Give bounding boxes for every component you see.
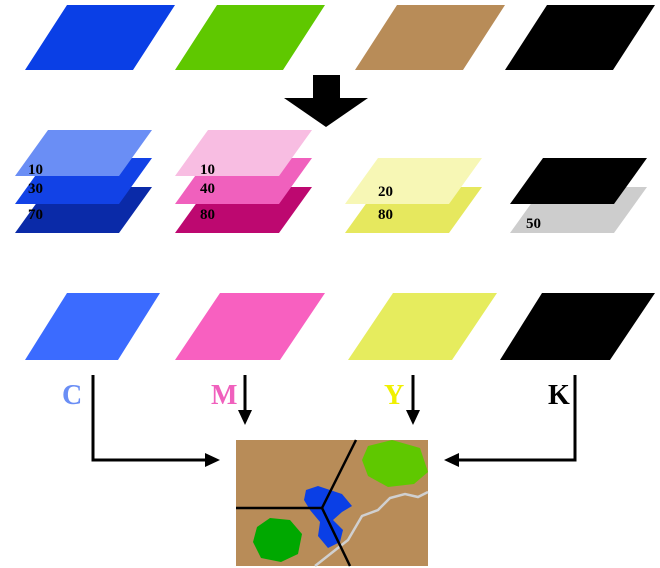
magenta-plate <box>175 293 325 360</box>
source-swatch-blue <box>25 5 175 70</box>
channel-label-k: K <box>548 380 570 411</box>
cyan-layer-30-label: 30 <box>28 181 43 197</box>
cyan-layer-10-label: 10 <box>28 162 43 178</box>
channel-label-m: M <box>211 380 237 411</box>
source-swatch-green <box>175 5 325 70</box>
yellow-layer-20 <box>345 158 482 204</box>
map-green-region-small <box>253 518 302 562</box>
arrowheads <box>205 410 459 467</box>
cyan-layer-10 <box>15 130 152 176</box>
composite-map <box>236 439 429 567</box>
source-swatch-black <box>505 5 655 70</box>
source-swatch-tan <box>355 5 505 70</box>
plate-row <box>25 293 655 360</box>
yellow-layer-20-label: 20 <box>378 184 393 200</box>
map-blue-region <box>304 486 352 548</box>
map-border-north <box>320 439 358 509</box>
cyan-connector <box>91 375 208 462</box>
black-layer-full <box>510 158 647 204</box>
magenta-layer-10-label: 10 <box>200 162 215 178</box>
magenta-arrowhead-icon <box>238 410 252 425</box>
channel-label-y: Y <box>384 380 404 411</box>
black-arrowhead-icon <box>444 453 459 467</box>
black-layer-50-label: 50 <box>526 216 541 232</box>
cyan-separation-stack: 10 30 70 <box>15 130 152 233</box>
magenta-layer-10 <box>175 130 312 176</box>
map-borders <box>236 439 358 567</box>
cyan-arrowhead-icon <box>205 453 220 467</box>
channel-label-c: C <box>62 380 82 411</box>
black-connector <box>458 375 577 462</box>
yellow-layer-80-label: 80 <box>378 207 393 223</box>
magenta-separation-stack: 10 40 80 <box>175 130 312 233</box>
source-color-row <box>25 5 655 70</box>
map-green-region-large <box>362 440 428 487</box>
yellow-plate <box>348 293 497 360</box>
black-plate <box>500 293 655 360</box>
down-arrow-icon <box>284 75 368 127</box>
magenta-layer-80-label: 80 <box>200 207 215 223</box>
black-separation-stack: 50 <box>510 158 647 233</box>
magenta-layer-40-label: 40 <box>200 181 215 197</box>
yellow-arrowhead-icon <box>406 410 420 425</box>
cyan-plate <box>25 293 160 360</box>
cyan-layer-70-label: 70 <box>28 207 43 223</box>
map-road <box>314 490 429 567</box>
map-border-south <box>320 507 352 567</box>
yellow-separation-stack: 20 80 <box>345 158 482 233</box>
